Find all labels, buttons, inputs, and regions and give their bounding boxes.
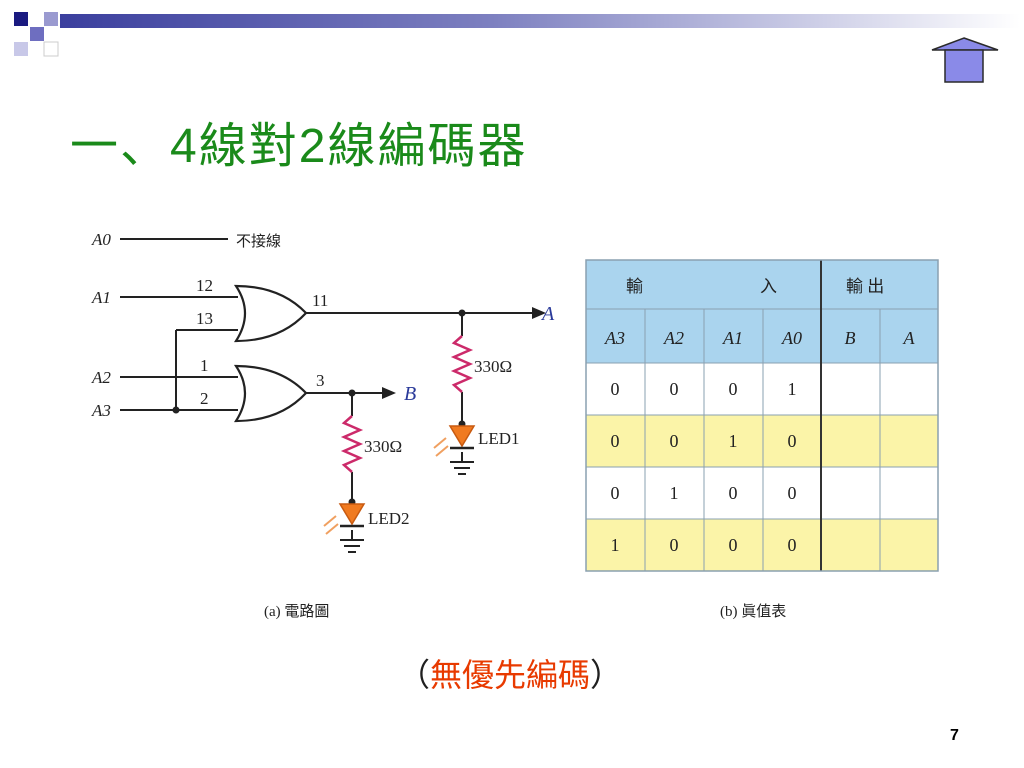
column-header-b: B <box>845 328 856 348</box>
truth-table: 輸 入 輸 出 A3 A2 A1 A0 B A 0 0 0 1 0 0 1 0 0 1 0 0 1 0 0 0 (b) … <box>585 259 939 620</box>
input-group-header-right: 入 <box>760 277 777 296</box>
input-a0-label: A0 <box>91 230 111 249</box>
page-number: 7 <box>950 727 959 744</box>
table-cell: 1 <box>729 431 738 451</box>
column-header-a2: A2 <box>663 328 684 348</box>
a0-no-connect-label: 不接線 <box>236 233 281 250</box>
table-cell: 0 <box>729 535 738 555</box>
pin-1-label: 1 <box>200 356 209 375</box>
table-caption: (b) 眞值表 <box>720 603 786 620</box>
subtitle-text: 無優先編碼 <box>430 656 591 694</box>
resistor-a <box>450 335 474 393</box>
column-header-a0: A0 <box>781 328 802 348</box>
table-cell: 0 <box>729 379 738 399</box>
subtitle-open-paren: （ <box>398 656 431 694</box>
junction-dots <box>172 309 466 506</box>
output-a-arrow-icon <box>532 307 546 319</box>
led2-icon <box>323 503 366 535</box>
title-mid: 線對 <box>198 118 299 174</box>
output-b-label: B <box>404 383 416 405</box>
output-b-arrow-icon <box>382 387 396 399</box>
led2-label: LED2 <box>368 509 410 528</box>
pin-13-label: 13 <box>196 309 213 328</box>
corner-squares-decoration <box>14 12 59 57</box>
table-cell: 1 <box>788 379 797 399</box>
input-a1-label: A1 <box>91 288 111 307</box>
table-cell: 0 <box>670 431 679 451</box>
column-header-a3: A3 <box>604 328 625 348</box>
input-group-header-left: 輸 <box>626 277 643 296</box>
table-cell: 0 <box>788 483 797 503</box>
title-number-2: 2 <box>298 120 328 173</box>
table-cell: 1 <box>611 535 620 555</box>
title-prefix: 一、 <box>70 118 171 174</box>
table-cell: 0 <box>611 379 620 399</box>
table-cell: 0 <box>611 483 620 503</box>
led1-label: LED1 <box>478 429 520 448</box>
up-arrow-button[interactable] <box>928 36 1000 84</box>
input-a2-label: A2 <box>91 368 111 387</box>
column-header-a: A <box>903 328 916 348</box>
subtitle: （無優先編碼） <box>398 650 622 696</box>
column-header-a1: A1 <box>722 328 743 348</box>
header-bar <box>60 14 1020 28</box>
table-cell: 0 <box>670 535 679 555</box>
resistor-a-label: 330Ω <box>474 357 512 376</box>
table-cell: 0 <box>670 379 679 399</box>
pin-12-label: 12 <box>196 276 213 295</box>
subtitle-close-paren: ） <box>590 656 623 694</box>
pin-3-label: 3 <box>316 371 325 390</box>
table-cell: 0 <box>788 431 797 451</box>
pin-11-label: 11 <box>312 291 328 310</box>
circuit-caption: (a) 電路圖 <box>264 603 329 620</box>
table-cell: 1 <box>670 483 679 503</box>
table-cell: 0 <box>729 483 738 503</box>
title-suffix: 線編碼器 <box>327 118 528 174</box>
table-cell: 0 <box>788 535 797 555</box>
circuit-diagram <box>120 238 532 553</box>
input-a3-label: A3 <box>91 401 111 420</box>
output-group-header: 輸 出 <box>846 277 884 296</box>
slide-title: 一、4線對2線編碼器 <box>70 106 527 176</box>
led1-icon <box>433 425 476 457</box>
title-number-4: 4 <box>170 120 199 173</box>
resistor-b <box>340 415 364 473</box>
resistor-b-label: 330Ω <box>364 437 402 456</box>
encoder-figure: A0 不接線 A1 A2 A3 12 13 11 1 2 3 A B 330Ω … <box>91 230 939 620</box>
table-cell: 0 <box>611 431 620 451</box>
pin-2-label: 2 <box>200 389 209 408</box>
output-a-label: A <box>540 303 555 325</box>
